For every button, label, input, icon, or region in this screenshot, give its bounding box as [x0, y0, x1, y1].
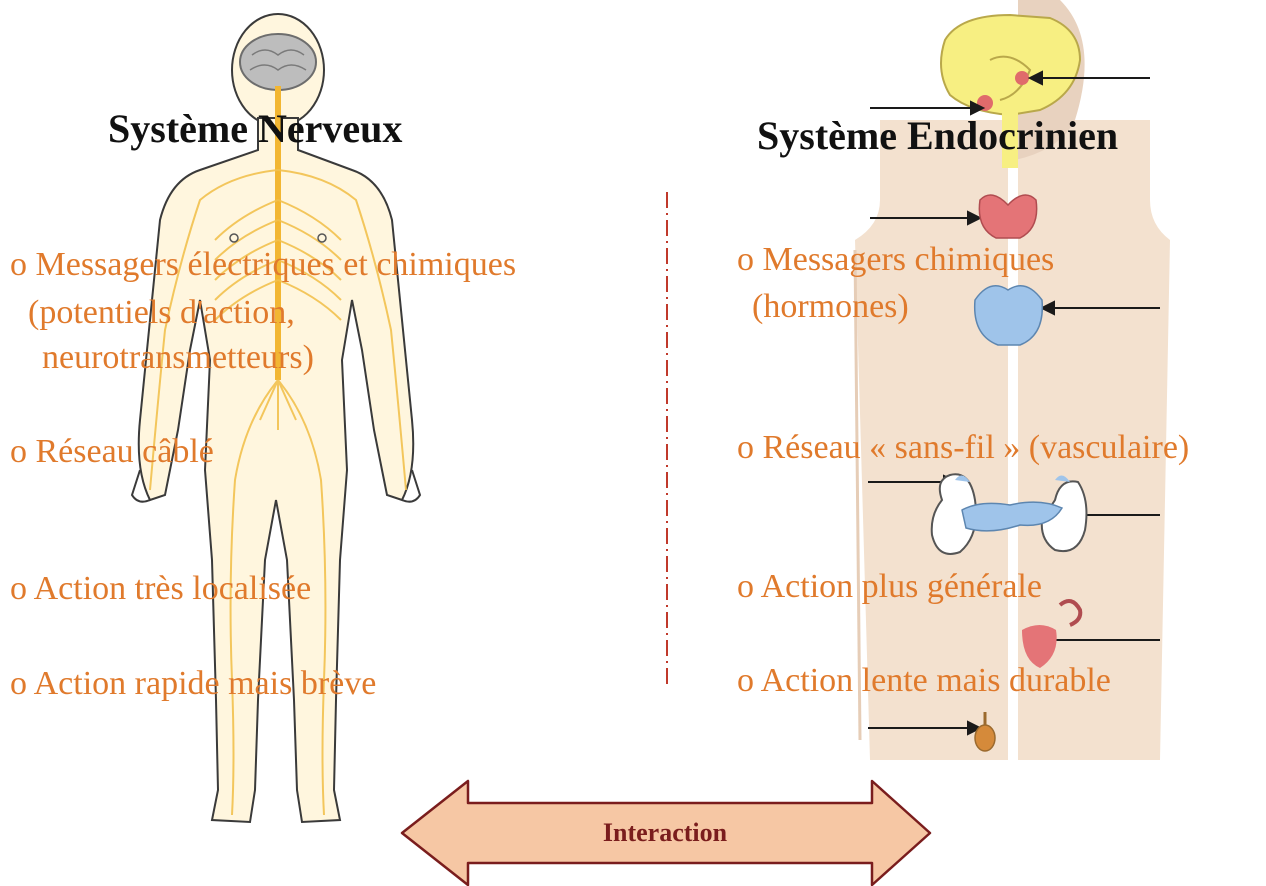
endocrine-item-general: o Action plus générale [737, 568, 1042, 606]
nervous-item-messengers: o Messagers électriques et chimiques [10, 246, 516, 284]
endocrine-item-messengers: o Messagers chimiques [737, 241, 1054, 279]
nervous-item-messengers-detail-1: (potentiels d'action, [28, 294, 295, 332]
nervous-system-title: Système Nerveux [108, 107, 402, 151]
endocrine-item-messengers-detail: (hormones) [752, 288, 909, 326]
endocrine-system-title: Système Endocrinien [757, 114, 1118, 158]
endocrine-item-network: o Réseau « sans-fil » (vasculaire) [737, 429, 1189, 467]
nervous-item-localized: o Action très localisée [10, 570, 311, 608]
nervous-item-messengers-detail-2: neurotransmetteurs) [42, 339, 314, 377]
nervous-item-network: o Réseau câblé [10, 433, 214, 471]
endocrine-item-speed: o Action lente mais durable [737, 662, 1111, 700]
interaction-label: Interaction [540, 818, 790, 848]
nervous-item-speed: o Action rapide mais brève [10, 665, 376, 703]
